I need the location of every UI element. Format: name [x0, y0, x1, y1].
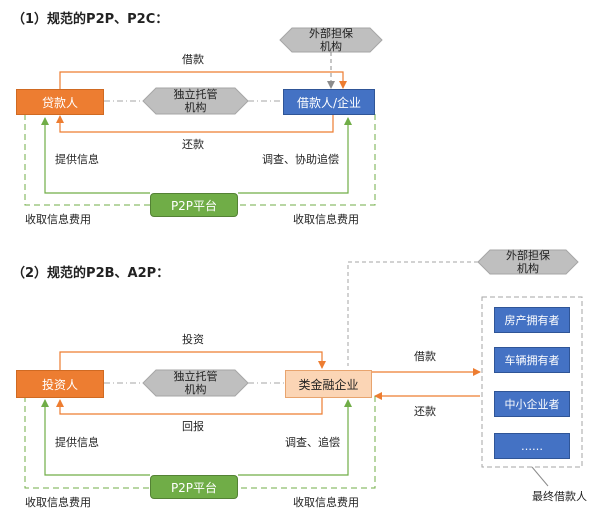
- loan-label-2: 借款: [414, 350, 436, 363]
- guarantor-link-2: [347, 261, 478, 366]
- investigate-label-2: 调查、追偿: [285, 436, 340, 449]
- custodian-label-1-line1: 独立托管: [173, 88, 218, 101]
- fee-dashed-left-2: [24, 396, 150, 489]
- section2-title: （2）规范的P2B、A2P：: [12, 266, 170, 281]
- repay-arrow-1: [56, 114, 334, 133]
- guarantor-label-1-line2: 机构: [320, 40, 342, 53]
- loan-label-1: 借款: [182, 53, 204, 66]
- invest-arrow-2: [59, 351, 326, 370]
- guarantor-hexagon-1: [279, 27, 383, 53]
- invest-label-2: 投资: [182, 333, 204, 346]
- custodian-label-1-line2: 机构: [184, 101, 207, 114]
- quasi-financial-enterprise-box: 类金融企业: [285, 370, 372, 398]
- custodian-label-2-line1: 独立托管: [173, 370, 218, 383]
- provide-info-label-1: 提供信息: [55, 153, 99, 166]
- custodian-label-1: 独立托管 机构: [156, 88, 235, 114]
- final-borrower-pointer: [531, 466, 549, 487]
- provide-info-arrow-1: [41, 117, 150, 194]
- lender-box: 贷款人: [16, 89, 104, 115]
- section1-title: （1）规范的P2P、P2C：: [12, 12, 169, 27]
- loan-arrow-1: [59, 71, 347, 90]
- guarantor-label-2: 外部担保 机构: [490, 249, 566, 275]
- borrower-vehicle-owner: 车辆拥有者: [494, 347, 570, 373]
- borrower-others: ……: [494, 433, 570, 459]
- guarantor-label-2-line2: 机构: [517, 262, 539, 275]
- fee-dashed-right-1: [238, 114, 376, 206]
- borrower-enterprise-box: 借款人/企业: [283, 89, 375, 115]
- investor-box: 投资人: [16, 370, 104, 398]
- provide-info-label-2: 提供信息: [55, 436, 99, 449]
- return-label-2: 回报: [182, 420, 204, 433]
- return-arrow-2: [56, 398, 323, 415]
- guarantor-hexagon-2: [477, 249, 579, 275]
- p2p-platform-1: P2P平台: [150, 193, 238, 217]
- guarantor-label-1-line1: 外部担保: [309, 27, 353, 40]
- fee-right-label-2: 收取信息费用: [293, 496, 359, 509]
- repay-label-1: 还款: [182, 138, 204, 151]
- p2p-platform-2: P2P平台: [150, 475, 238, 499]
- borrower-sme: 中小企业者: [494, 391, 570, 417]
- fee-left-label-1: 收取信息费用: [25, 213, 91, 226]
- fee-dashed-left-1: [24, 114, 150, 206]
- fee-dashed-right-2: [238, 396, 376, 489]
- investigate-arrow-2: [238, 399, 352, 476]
- investigate-label-1: 调查、协助追偿: [262, 153, 339, 166]
- provide-info-arrow-2: [41, 399, 150, 476]
- repay-label-2: 还款: [414, 405, 436, 418]
- guarantor-label-2-line1: 外部担保: [506, 249, 550, 262]
- custodian-label-2-line2: 机构: [184, 383, 207, 396]
- borrower-property-owner: 房产拥有者: [494, 307, 570, 333]
- investigate-arrow-1: [238, 117, 352, 194]
- guarantor-label-1: 外部担保 机构: [292, 27, 370, 53]
- custodian-label-2: 独立托管 机构: [156, 370, 235, 396]
- fee-left-label-2: 收取信息费用: [25, 496, 91, 509]
- fee-right-label-1: 收取信息费用: [293, 213, 359, 226]
- final-borrower-label: 最终借款人: [532, 490, 587, 503]
